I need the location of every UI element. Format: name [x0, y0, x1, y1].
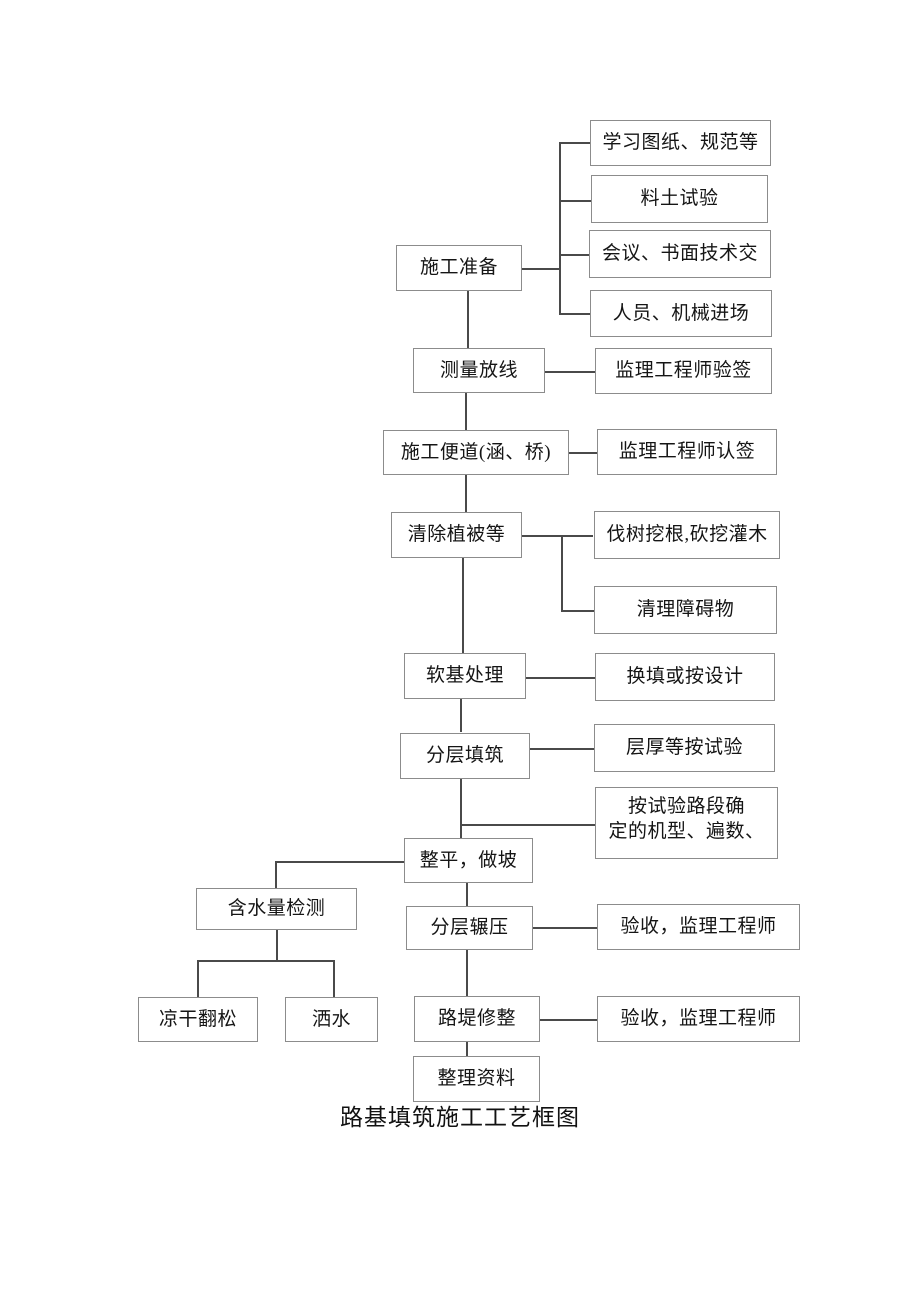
edge-zhengping-zuopo-to-fenceng-nianya	[466, 882, 468, 907]
node-qingli-zhangaiwu[interactable]: 清理障碍物	[594, 586, 777, 634]
edge-zhengping-zuopo-to-left-branch	[275, 861, 405, 863]
node-huiyi-jishujiao[interactable]: 会议、书面技术交	[589, 230, 771, 278]
node-xuexi-tuzhi[interactable]: 学习图纸、规范等	[590, 120, 771, 166]
node-shiyan-lududuan-line2: 定的机型、遍数、	[608, 821, 765, 843]
node-zhengping-zuopo[interactable]: 整平，做坡	[404, 838, 533, 883]
node-fenceng-nianya[interactable]: 分层辗压	[406, 906, 533, 950]
node-yanshou-jianli-2[interactable]: 验收，监理工程师	[597, 996, 800, 1042]
edge-branch-to-shiyan-lududuan	[460, 824, 595, 826]
edge-top-spine-vertical	[559, 142, 561, 314]
node-fashu-wajue[interactable]: 伐树挖根,砍挖灌木	[594, 511, 780, 559]
edge-celiang-fangxian-to-shigong-biandao	[465, 392, 467, 431]
edge-spine-to-huiyi-jishujiao	[559, 254, 591, 256]
edge-spine-to-renyuan-jixie	[559, 313, 591, 315]
node-shigong-biandao[interactable]: 施工便道(涵、桥)	[383, 430, 569, 475]
edge-fenceng-tianzhu-to-zhengping-zuopo	[460, 779, 462, 841]
node-shiyan-lududuan-line1: 按试验路段确	[627, 796, 745, 817]
edge-fenceng-nianya-to-ludi-xiuzheng	[466, 949, 468, 997]
node-hanshuiliang-jiance[interactable]: 含水量检测	[196, 888, 357, 930]
edge-spine-to-xuexi-tuzhi	[559, 142, 591, 144]
edge-ruanji-chuli-to-huantian-sheji	[526, 677, 595, 679]
node-jianli-yanqian[interactable]: 监理工程师验签	[595, 348, 772, 394]
edge-ruanji-chuli-to-fenceng-tianzhu	[460, 699, 462, 732]
node-shiyan-lududuan[interactable]: 按试验路段确 定的机型、遍数、	[595, 787, 778, 859]
edge-ludi-xiuzheng-to-yanshou-jianli-2	[540, 1019, 597, 1021]
node-jianli-renqian[interactable]: 监理工程师认签	[597, 429, 777, 475]
edge-qingchu-zhibei-to-ruanji-chuli	[462, 557, 464, 653]
edge-split-to-lianggan-fansong	[197, 960, 199, 999]
node-lianggan-fansong[interactable]: 凉干翻松	[138, 997, 258, 1042]
edge-fenceng-tianzhu-to-cenghou-shiyan	[530, 748, 594, 750]
edge-qingchu-spine-vertical	[561, 535, 563, 611]
node-ludi-xiuzheng[interactable]: 路堤修整	[414, 996, 540, 1042]
node-qingchu-zhibei[interactable]: 清除植被等	[391, 512, 522, 558]
node-fenceng-tianzhu[interactable]: 分层填筑	[400, 733, 530, 779]
node-ruanji-chuli[interactable]: 软基处理	[404, 653, 526, 699]
edge-spine-to-liaotu-shiyan	[559, 200, 591, 202]
figure-caption: 路基填筑施工工艺框图	[340, 1105, 580, 1130]
edge-fenceng-nianya-to-yanshou-jianli-1	[533, 927, 597, 929]
edge-hanshuiliang-down	[276, 930, 278, 961]
node-sashui[interactable]: 洒水	[285, 997, 378, 1042]
node-zhengli-ziliao[interactable]: 整理资料	[413, 1056, 540, 1102]
edge-ludi-xiuzheng-to-zhengli-ziliao	[466, 1041, 468, 1057]
edge-celiang-fangxian-to-jianli-yanqian	[545, 371, 595, 373]
edge-qingchu-zhibei-to-spine	[521, 535, 593, 537]
node-huantian-sheji[interactable]: 换填或按设计	[595, 653, 775, 701]
node-renyuan-jixie[interactable]: 人员、机械进场	[590, 290, 772, 337]
edge-shigong-zhunbei-to-spine	[522, 268, 560, 270]
node-yanshou-jianli-1[interactable]: 验收，监理工程师	[597, 904, 800, 950]
edge-shigong-biandao-to-jianli-renqian	[569, 452, 597, 454]
edge-shigong-biandao-to-qingchu-zhibei	[465, 474, 467, 512]
node-liaotu-shiyan[interactable]: 料土试验	[591, 175, 768, 223]
node-cenghou-shiyan[interactable]: 层厚等按试验	[594, 724, 775, 772]
edge-shigong-zhunbei-to-celiang-fangxian	[467, 290, 469, 349]
edge-spine-to-qingli-zhangaiwu	[561, 610, 594, 612]
edge-left-branch-down-to-hanshuiliang	[275, 861, 277, 889]
edge-split-to-sashui	[333, 960, 335, 999]
node-shigong-zhunbei[interactable]: 施工准备	[396, 245, 522, 291]
edge-hanshuiliang-split-bar	[197, 960, 334, 962]
node-celiang-fangxian[interactable]: 测量放线	[413, 348, 545, 393]
